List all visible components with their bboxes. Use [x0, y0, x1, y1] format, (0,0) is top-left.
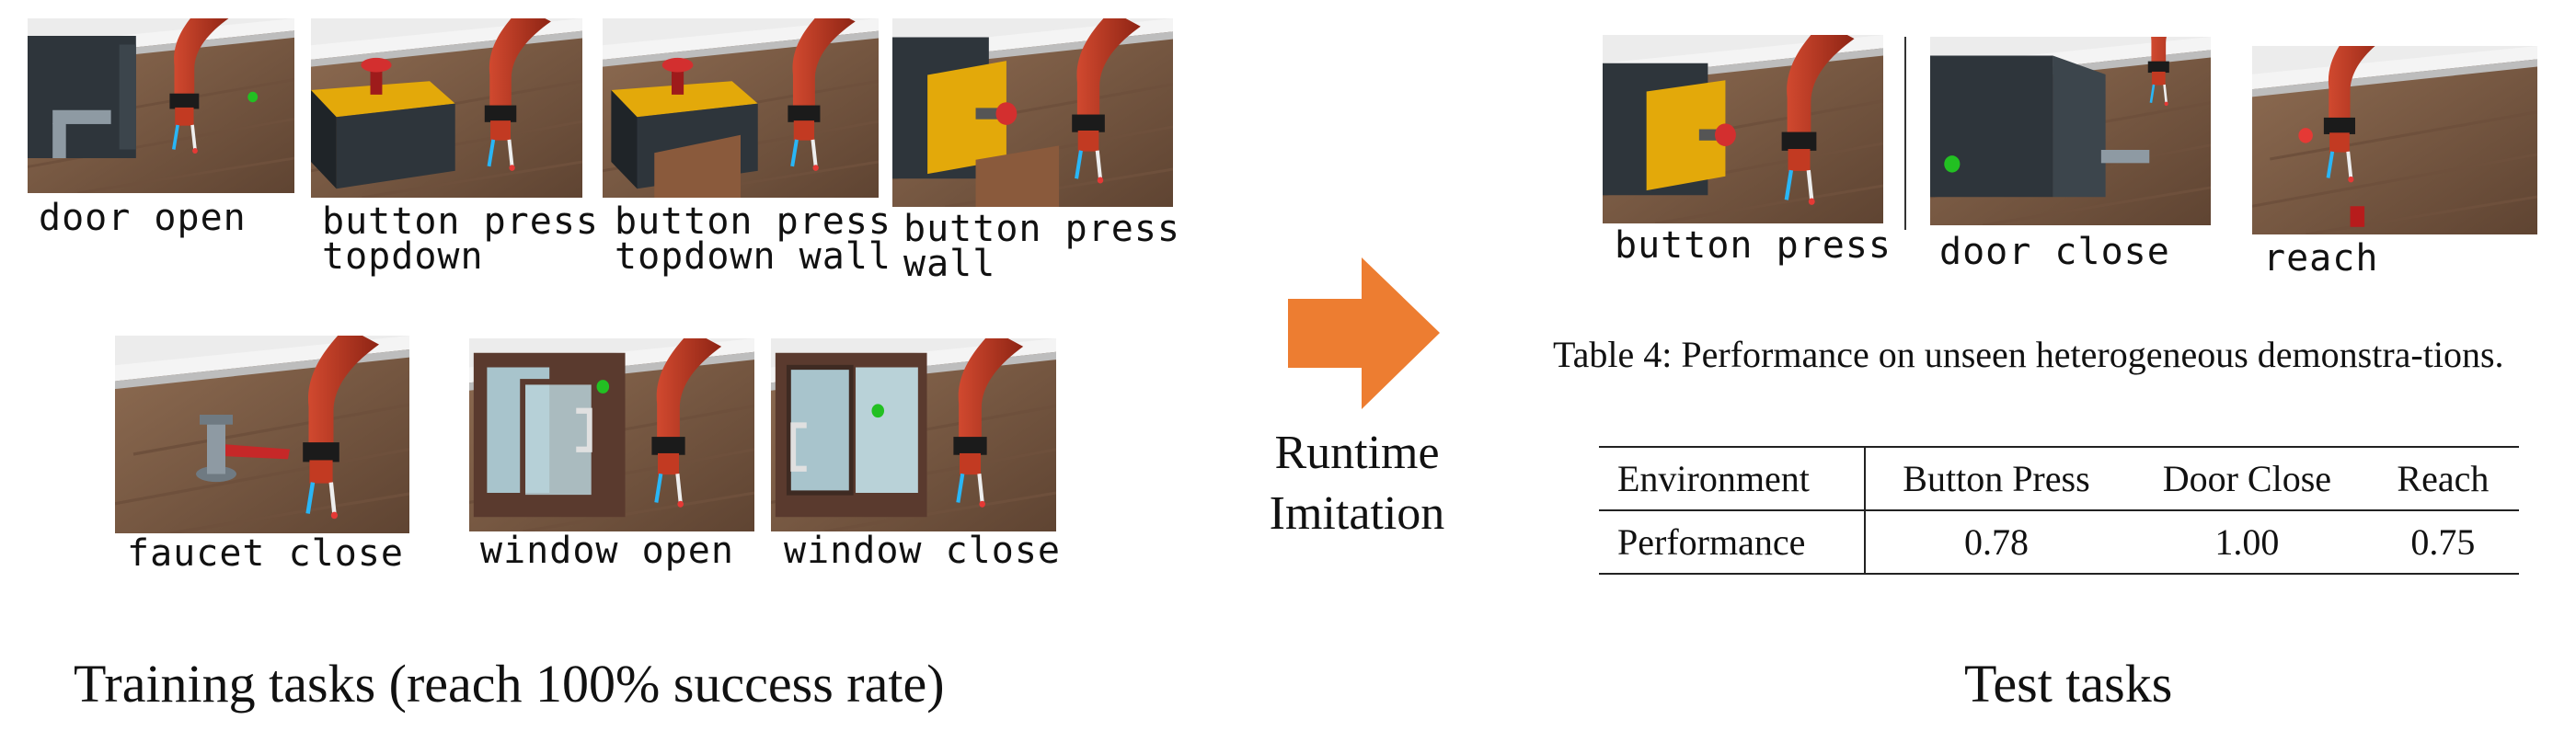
test-heading: Test tasks — [1964, 654, 2173, 714]
table-header-cell: Reach — [2366, 446, 2519, 511]
thumb-test-reach — [2252, 46, 2537, 234]
table-cell: 0.78 — [1864, 510, 2127, 575]
table-header-row: Environment Button Press Door Close Reac… — [1599, 446, 2519, 511]
table-cell: 1.00 — [2126, 510, 2367, 575]
caption-button-press-wall: button press wall — [903, 208, 1180, 285]
thumb-button-press-topdown-wall — [603, 18, 879, 198]
caption-window-open: window open — [480, 530, 734, 572]
caption-button-press-topdown: button press topdown — [322, 200, 599, 278]
table-caption: Table 4: Performance on unseen heterogen… — [1553, 334, 2504, 375]
caption-faucet-close: faucet close — [127, 532, 404, 575]
caption-test-reach: reach — [2263, 237, 2379, 280]
performance-table: Environment Button Press Door Close Reac… — [1599, 446, 2519, 575]
thumb-window-close — [771, 338, 1056, 531]
thumb-test-door-close — [1930, 37, 2211, 225]
training-heading: Training tasks (reach 100% success rate) — [74, 654, 945, 714]
runtime-imitation-label: Runtime Imitation — [1269, 427, 1445, 540]
table-header-cell: Button Press — [1864, 446, 2127, 511]
caption-window-close: window close — [784, 530, 1061, 572]
thumb-door-open — [28, 18, 294, 193]
table-row: Performance 0.78 1.00 0.75 — [1599, 510, 2519, 575]
caption-button-press-topdown-wall: button press topdown wall — [615, 200, 891, 278]
thumb-button-press-wall — [892, 18, 1173, 207]
arrow-icon — [1288, 257, 1440, 409]
caption-door-open: door open — [39, 197, 247, 239]
test-divider — [1904, 37, 1906, 230]
thumb-test-button-press — [1603, 35, 1883, 223]
table-cell: Performance — [1599, 510, 1866, 575]
thumb-button-press-topdown — [311, 18, 582, 198]
table-header-cell: Environment — [1599, 446, 1866, 511]
caption-test-button-press: button press — [1615, 224, 1892, 267]
test-panel: button press door close reach Table 4: P… — [1546, 0, 2558, 731]
thumb-faucet-close — [115, 336, 409, 533]
training-panel: door open button press topdown button pr… — [0, 0, 1214, 731]
caption-test-door-close: door close — [1939, 231, 2170, 273]
table-cell: 0.75 — [2366, 510, 2519, 575]
runtime-imitation-arrow: Runtime Imitation — [1251, 257, 1463, 561]
thumb-window-open — [469, 338, 754, 531]
table-header-cell: Door Close — [2126, 446, 2367, 511]
